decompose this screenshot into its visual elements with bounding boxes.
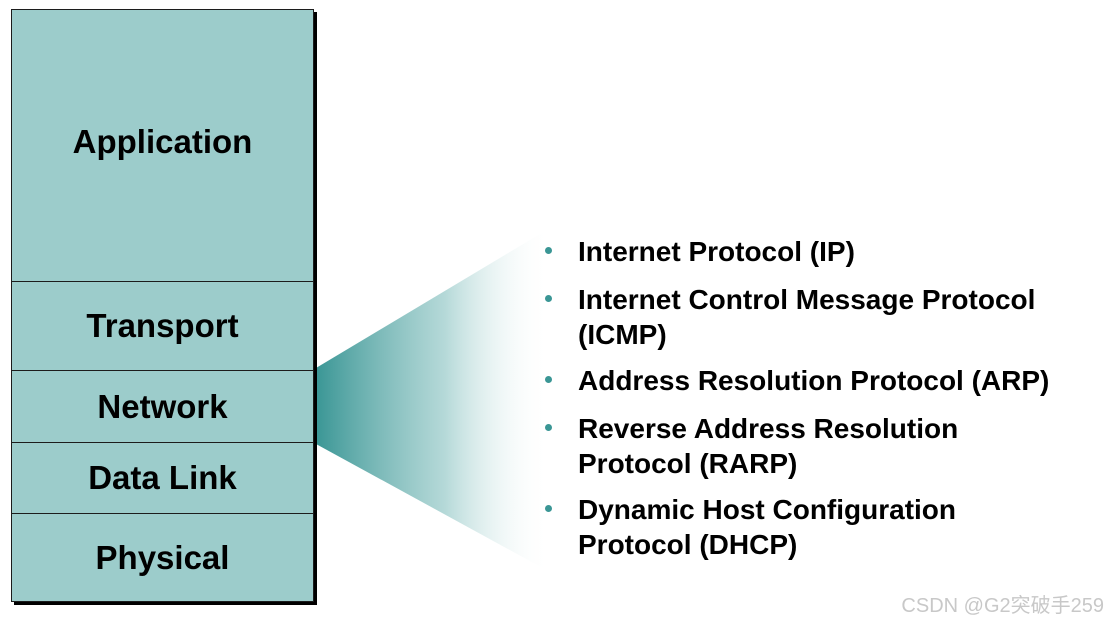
- protocol-line-1: Internet Control Message Protocol: [578, 284, 1036, 315]
- layer-application: Application: [11, 9, 314, 282]
- layer-data-link: Data Link: [11, 442, 314, 514]
- layer-network: Network: [11, 370, 314, 443]
- protocol-line-2: (ICMP): [578, 319, 667, 350]
- bullet-icon: [545, 295, 552, 302]
- watermark: CSDN @G2突破手259: [901, 595, 1104, 617]
- bullet-icon: [545, 505, 552, 512]
- layer-label: Network: [97, 387, 228, 425]
- bullet-icon: [545, 247, 552, 254]
- protocol-line-1: Internet Protocol (IP): [578, 236, 855, 267]
- protocol-line-1: Dynamic Host Configuration: [578, 494, 957, 525]
- protocol-line-1: Address Resolution Protocol (ARP): [578, 365, 1050, 396]
- protocol-line-2: Protocol (RARP): [578, 448, 798, 479]
- layer-label: Physical: [95, 538, 230, 576]
- protocol-line-2: Protocol (DHCP): [578, 529, 798, 560]
- layer-label: Data Link: [88, 459, 237, 496]
- bullet-icon: [545, 376, 552, 383]
- protocol-line-1: Reverse Address Resolution: [578, 413, 959, 444]
- layer-label: Application: [72, 122, 253, 160]
- layer-physical: Physical: [11, 513, 314, 602]
- layer-label: Transport: [86, 307, 239, 344]
- layer-transport: Transport: [11, 281, 314, 371]
- fan-shape: [316, 228, 550, 572]
- bullet-icon: [545, 424, 552, 431]
- layer-stack: Application Transport Network Data Link …: [11, 9, 314, 602]
